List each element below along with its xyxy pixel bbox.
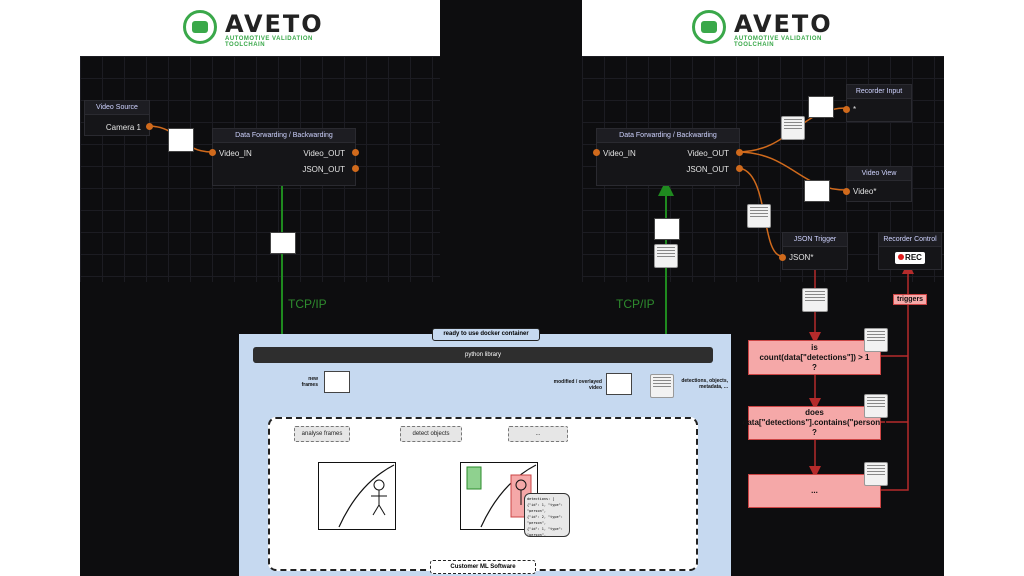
frame-icon xyxy=(808,96,834,118)
node-title: Video Source xyxy=(85,101,149,115)
output-port[interactable] xyxy=(736,165,743,172)
condition-box-1[interactable]: is count(data["detections"]) > 1 ? xyxy=(748,340,881,375)
customer-ml-label: Customer ML Software xyxy=(430,560,536,574)
json-doc-icon xyxy=(864,328,888,352)
red-trigger-return xyxy=(881,268,908,491)
node-title: Data Forwarding / Backwarding xyxy=(213,129,355,143)
rec-label: REC xyxy=(905,253,922,262)
scene-drawing xyxy=(338,464,395,528)
json-doc-icon xyxy=(654,244,678,268)
logo-word: AVETO xyxy=(225,10,324,38)
frame-icon xyxy=(168,128,194,152)
python-library-bar: python library xyxy=(253,347,713,363)
port-label: JSON_OUT xyxy=(686,165,729,174)
step-detect-objects[interactable]: detect objects xyxy=(400,426,462,442)
logo-tagline: AUTOMOTIVE VALIDATION TOOLCHAIN xyxy=(225,36,313,48)
frame-icon xyxy=(606,373,632,395)
condition-box-3[interactable]: ... xyxy=(748,474,881,508)
triggers-label: triggers xyxy=(893,294,928,305)
car-logo-icon xyxy=(183,10,217,44)
forwarding-node-right[interactable]: Data Forwarding / Backwarding Video_IN V… xyxy=(593,128,743,186)
json-trigger-node[interactable]: JSON Trigger JSON* xyxy=(779,232,848,270)
logo-word: AVETO xyxy=(734,10,833,38)
condition-expression: count(data["detections"]) > 1 xyxy=(759,352,870,362)
recorder-control-node[interactable]: Recorder Control REC xyxy=(878,232,942,270)
json-doc-icon xyxy=(747,204,771,228)
docker-title: ready to use docker container xyxy=(432,328,540,341)
node-title: Data Forwarding / Backwarding xyxy=(597,129,739,143)
logo-tagline: AUTOMOTIVE VALIDATION TOOLCHAIN xyxy=(734,36,822,48)
json-line: {"id": 1, "type": "person", xyxy=(527,527,563,537)
json-doc-icon xyxy=(864,394,888,418)
condition-question-mark: ? xyxy=(812,428,817,437)
input-port[interactable] xyxy=(209,149,216,156)
condition-question-mark: ? xyxy=(812,362,817,372)
json-doc-icon xyxy=(781,116,805,140)
tcp-ip-label-left: TCP/IP xyxy=(288,297,327,311)
new-frames-label: new frames xyxy=(301,376,318,388)
recorder-input-node[interactable]: Recorder Input * xyxy=(843,84,912,122)
input-port[interactable] xyxy=(843,106,850,113)
input-port[interactable] xyxy=(593,149,600,156)
output-port[interactable] xyxy=(736,149,743,156)
condition-keyword: is xyxy=(811,342,818,352)
detections-json-snippet: detections: [ {"id": 1, "type": "person"… xyxy=(524,493,570,537)
center-dark-strip xyxy=(440,0,582,282)
condition-expression: data["detections"].contains("person") xyxy=(742,418,887,427)
json-doc-icon xyxy=(802,288,828,312)
node-title: Recorder Control xyxy=(879,233,941,247)
aveto-logo-left: AVETO AUTOMOTIVE VALIDATION TOOLCHAIN xyxy=(183,8,353,48)
detections-label: detections, objects, metadata, ... xyxy=(681,378,728,390)
json-doc-icon xyxy=(650,374,674,398)
port-label: * xyxy=(853,105,857,114)
node-title: JSON Trigger xyxy=(783,233,847,247)
frame-icon xyxy=(804,180,830,202)
video-view-node[interactable]: Video View Video* xyxy=(843,166,912,202)
input-port[interactable] xyxy=(843,188,850,195)
json-doc-icon xyxy=(864,462,888,486)
node-title: Video View xyxy=(847,167,911,181)
port-label: Video_IN xyxy=(603,149,636,158)
port-label: Video* xyxy=(853,187,877,196)
json-line: {"id": 2, "type": "person", xyxy=(527,515,563,525)
output-port[interactable] xyxy=(146,123,153,130)
frame-icon xyxy=(270,232,296,254)
output-port[interactable] xyxy=(352,165,359,172)
video-source-node[interactable]: Video Source Camera 1 xyxy=(84,100,153,136)
input-frame-illustration xyxy=(318,462,396,530)
node-title: Recorder Input xyxy=(847,85,911,99)
modified-video-label: modified / overlayed video xyxy=(553,379,602,391)
condition-box-2[interactable]: does data["detections"].contains("person… xyxy=(742,406,887,440)
aveto-logo-right: AVETO AUTOMOTIVE VALIDATION TOOLCHAIN xyxy=(692,8,862,48)
condition-keyword: ... xyxy=(811,486,818,495)
car-logo-icon xyxy=(692,10,726,44)
port-label: JSON* xyxy=(789,253,814,262)
condition-keyword: does xyxy=(805,408,824,417)
record-dot-icon xyxy=(898,254,905,260)
tcp-ip-label-right: TCP/IP xyxy=(616,297,655,311)
step-analyse-frames[interactable]: analyse frames xyxy=(294,426,350,442)
input-port[interactable] xyxy=(779,254,786,261)
port-label: Video_IN xyxy=(219,149,252,158)
json-line: {"id": 1, "type": "person", xyxy=(527,503,563,513)
step-more[interactable]: ... xyxy=(508,426,568,442)
rec-button[interactable]: REC xyxy=(895,252,925,264)
port-label: Camera 1 xyxy=(105,123,141,132)
frame-icon xyxy=(324,371,350,393)
frame-icon xyxy=(654,218,680,240)
port-label: Video_OUT xyxy=(303,149,345,158)
output-port[interactable] xyxy=(352,149,359,156)
forwarding-node-left[interactable]: Data Forwarding / Backwarding Video_IN V… xyxy=(209,128,359,186)
port-label: JSON_OUT xyxy=(302,165,345,174)
wire-video-out-to-view xyxy=(736,151,847,191)
port-label: Video_OUT xyxy=(687,149,729,158)
json-line: detections: [ xyxy=(527,497,555,501)
